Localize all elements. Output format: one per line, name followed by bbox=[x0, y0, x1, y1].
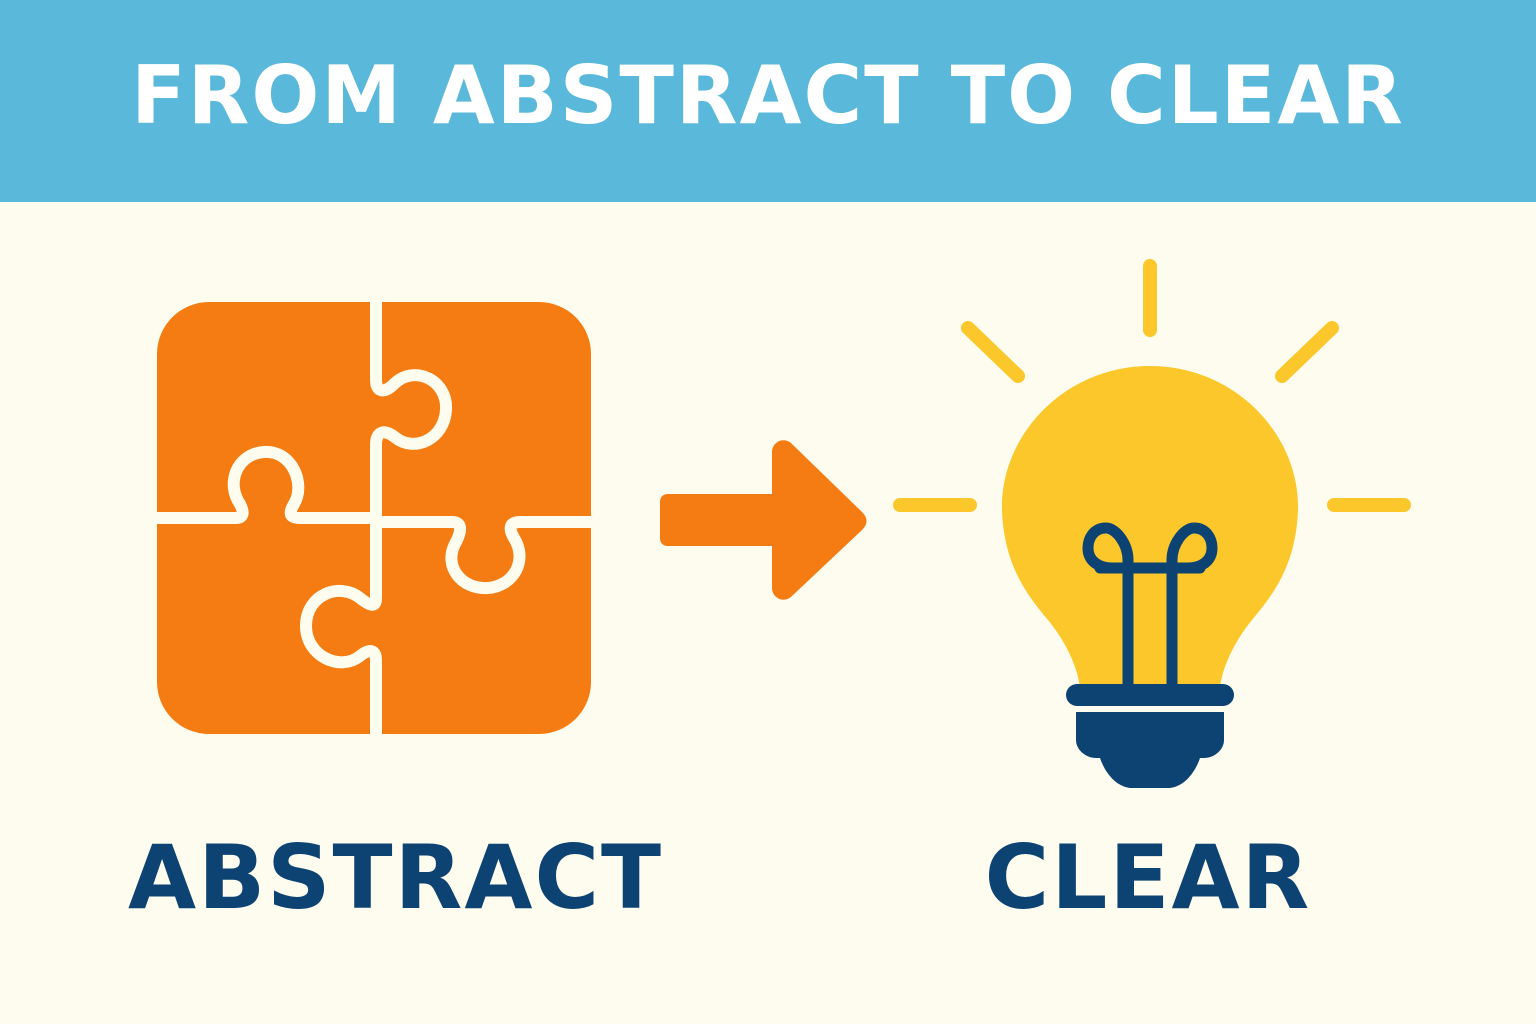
header-bar: FROM ABSTRACT TO CLEAR bbox=[0, 0, 1536, 202]
clear-label: CLEAR bbox=[984, 826, 1312, 929]
lightbulb-icon bbox=[893, 259, 1411, 788]
puzzle-icon bbox=[151, 296, 597, 740]
page-title: FROM ABSTRACT TO CLEAR bbox=[131, 49, 1405, 142]
abstract-label: ABSTRACT bbox=[128, 826, 664, 929]
arrow-right-icon bbox=[660, 440, 867, 600]
